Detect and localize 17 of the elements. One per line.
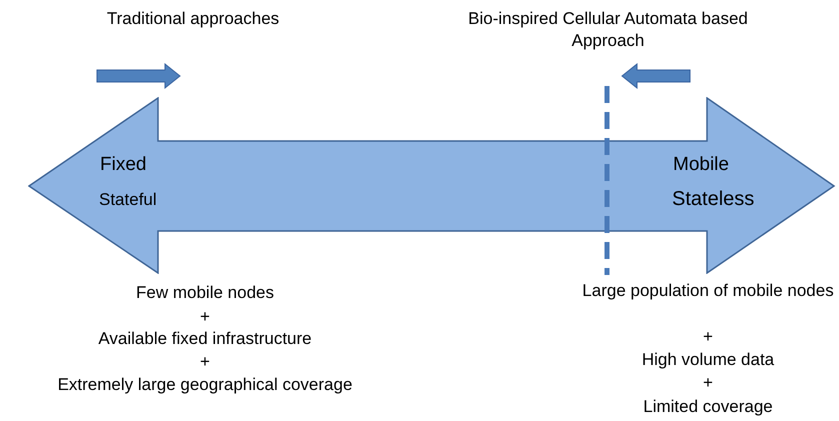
label-text: Bio-inspired Cellular Automata based Approach bbox=[467, 8, 749, 52]
label-text: + bbox=[702, 326, 714, 348]
double-headed-arrow bbox=[28, 97, 836, 274]
label-text: Available fixed infrastructure bbox=[97, 328, 313, 350]
label-text: Few mobile nodes bbox=[135, 282, 275, 304]
arrow-text: Mobile bbox=[673, 155, 729, 174]
arrow-text: Stateless bbox=[672, 189, 754, 209]
label-text: + bbox=[199, 351, 211, 373]
label-text: Large population of mobile nodes bbox=[581, 280, 835, 302]
label-text: + bbox=[199, 306, 211, 328]
label-text: + bbox=[702, 372, 714, 394]
label-text: High volume data bbox=[640, 349, 776, 371]
arrow-text: Fixed bbox=[100, 155, 146, 174]
label-text: Traditional approaches bbox=[106, 8, 280, 30]
arrow-text: Stateful bbox=[99, 191, 157, 208]
label-text: Extremely large geographical coverage bbox=[56, 374, 354, 396]
label-text: Limited coverage bbox=[642, 396, 774, 418]
